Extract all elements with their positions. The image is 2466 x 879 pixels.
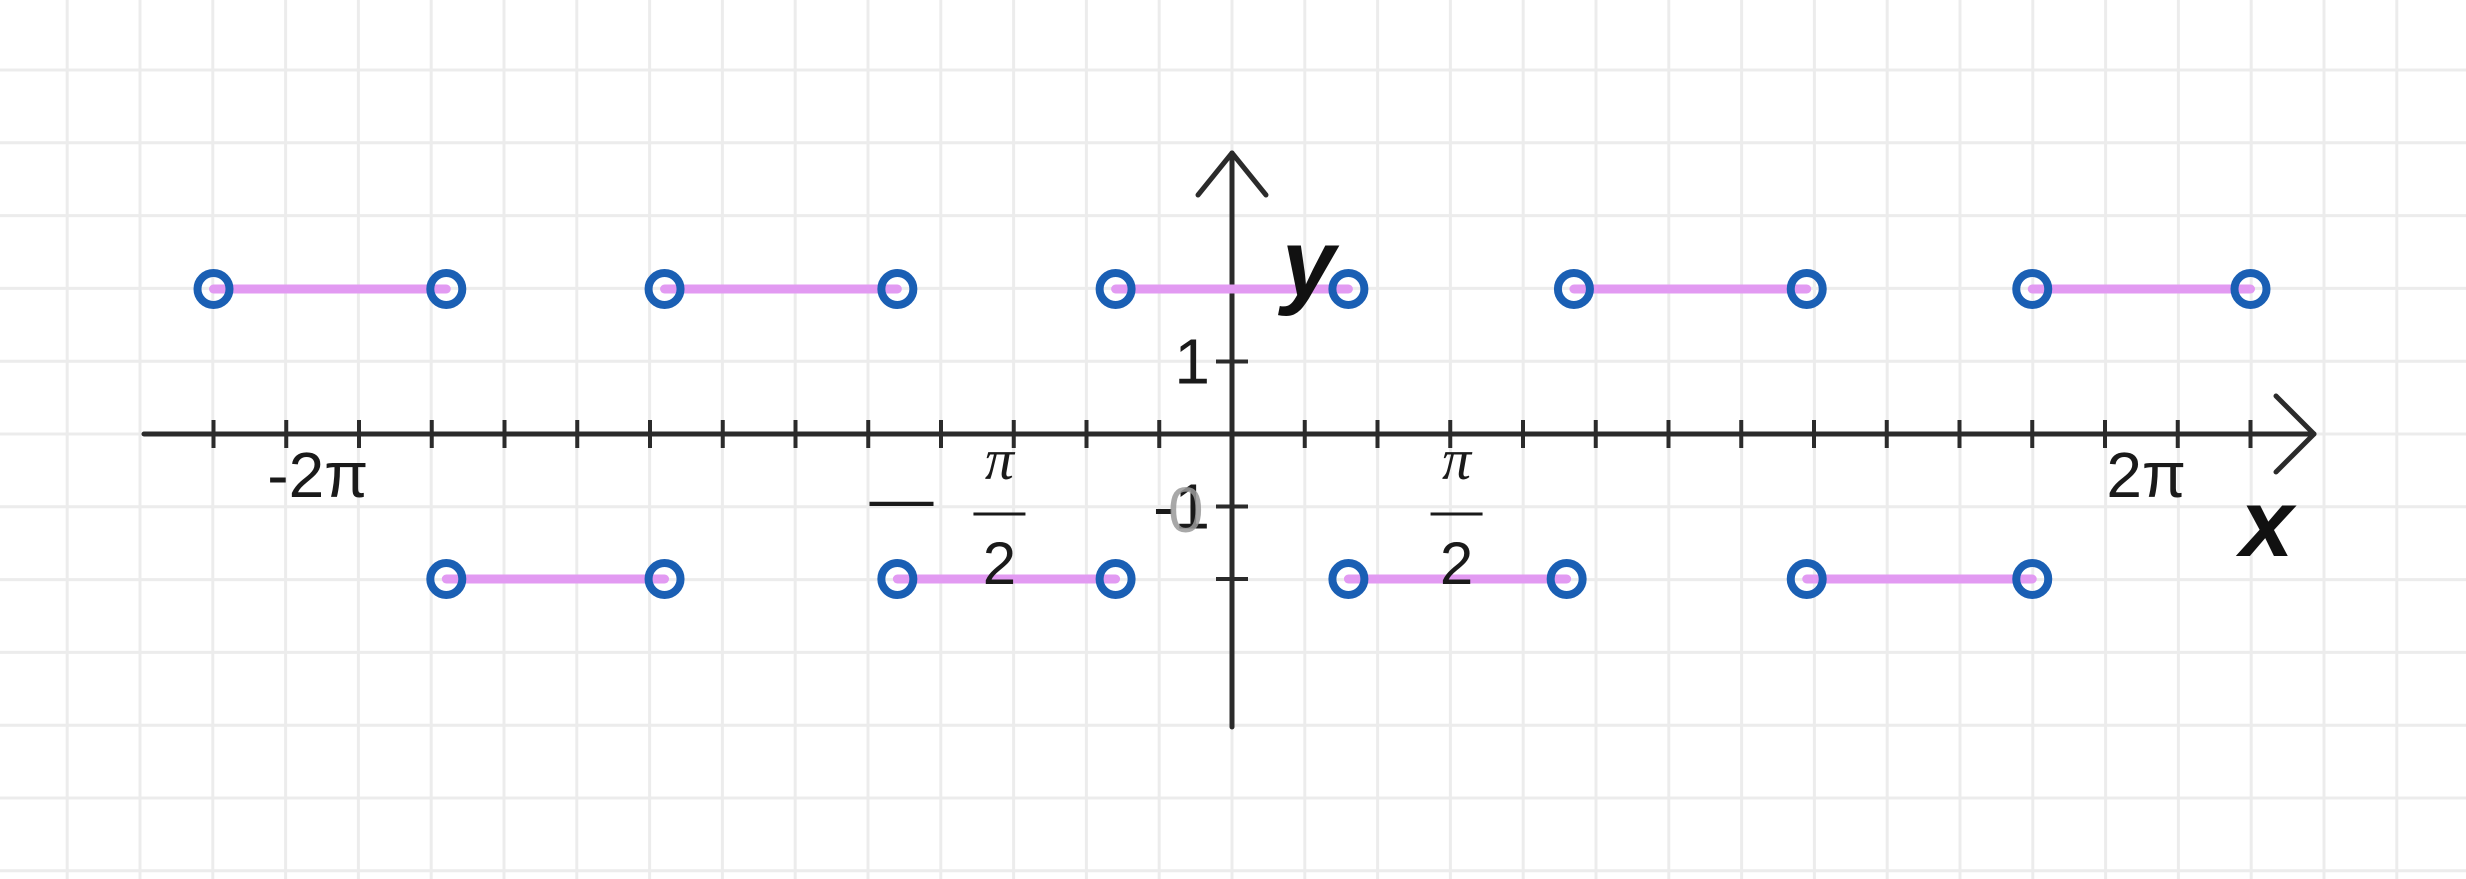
y-tick-label: 1 — [1174, 326, 1210, 398]
x-tick-label-numerator: π — [985, 427, 1016, 492]
series-markers — [193, 269, 2271, 599]
y-tick-label: -1 — [1153, 471, 1210, 543]
open-circle-marker — [2012, 269, 2053, 309]
y-axis-arrow-icon — [1195, 150, 1269, 198]
x-tick-label: 2π — [2106, 439, 2186, 511]
open-circle-marker — [2230, 269, 2271, 309]
open-circle-marker — [1546, 559, 1587, 599]
open-circle-marker — [426, 559, 467, 599]
x-tick-label-denominator: 2 — [1440, 530, 1473, 597]
open-circle-marker — [2012, 559, 2053, 599]
series-segments — [209, 284, 2255, 584]
open-circle-marker — [1328, 559, 1369, 599]
ticks — [211, 287, 2253, 581]
open-circle-marker — [1095, 559, 1136, 599]
open-circle-marker — [1328, 269, 1369, 309]
y-axis-label: y — [1278, 210, 1340, 317]
open-circle-marker — [193, 269, 234, 309]
open-circle-marker — [1095, 269, 1136, 309]
x-tick-label-denominator: 2 — [983, 530, 1016, 597]
x-tick-label-minus: — — [869, 462, 933, 534]
axes — [141, 150, 2317, 730]
open-circle-marker — [1553, 269, 1594, 309]
open-circle-marker — [877, 559, 918, 599]
x-tick-label: -2π — [267, 439, 368, 511]
open-circle-marker — [644, 269, 685, 309]
open-circle-marker — [426, 269, 467, 309]
open-circle-marker — [1786, 559, 1827, 599]
origin-label: 0 — [1168, 474, 1204, 546]
open-circle-marker — [877, 269, 918, 309]
open-circle-marker — [1786, 269, 1827, 309]
open-circle-marker — [644, 559, 685, 599]
x-axis-label: x — [2235, 470, 2297, 577]
x-axis-arrow-icon — [2273, 393, 2317, 475]
x-tick-label-numerator: π — [1442, 427, 1473, 492]
